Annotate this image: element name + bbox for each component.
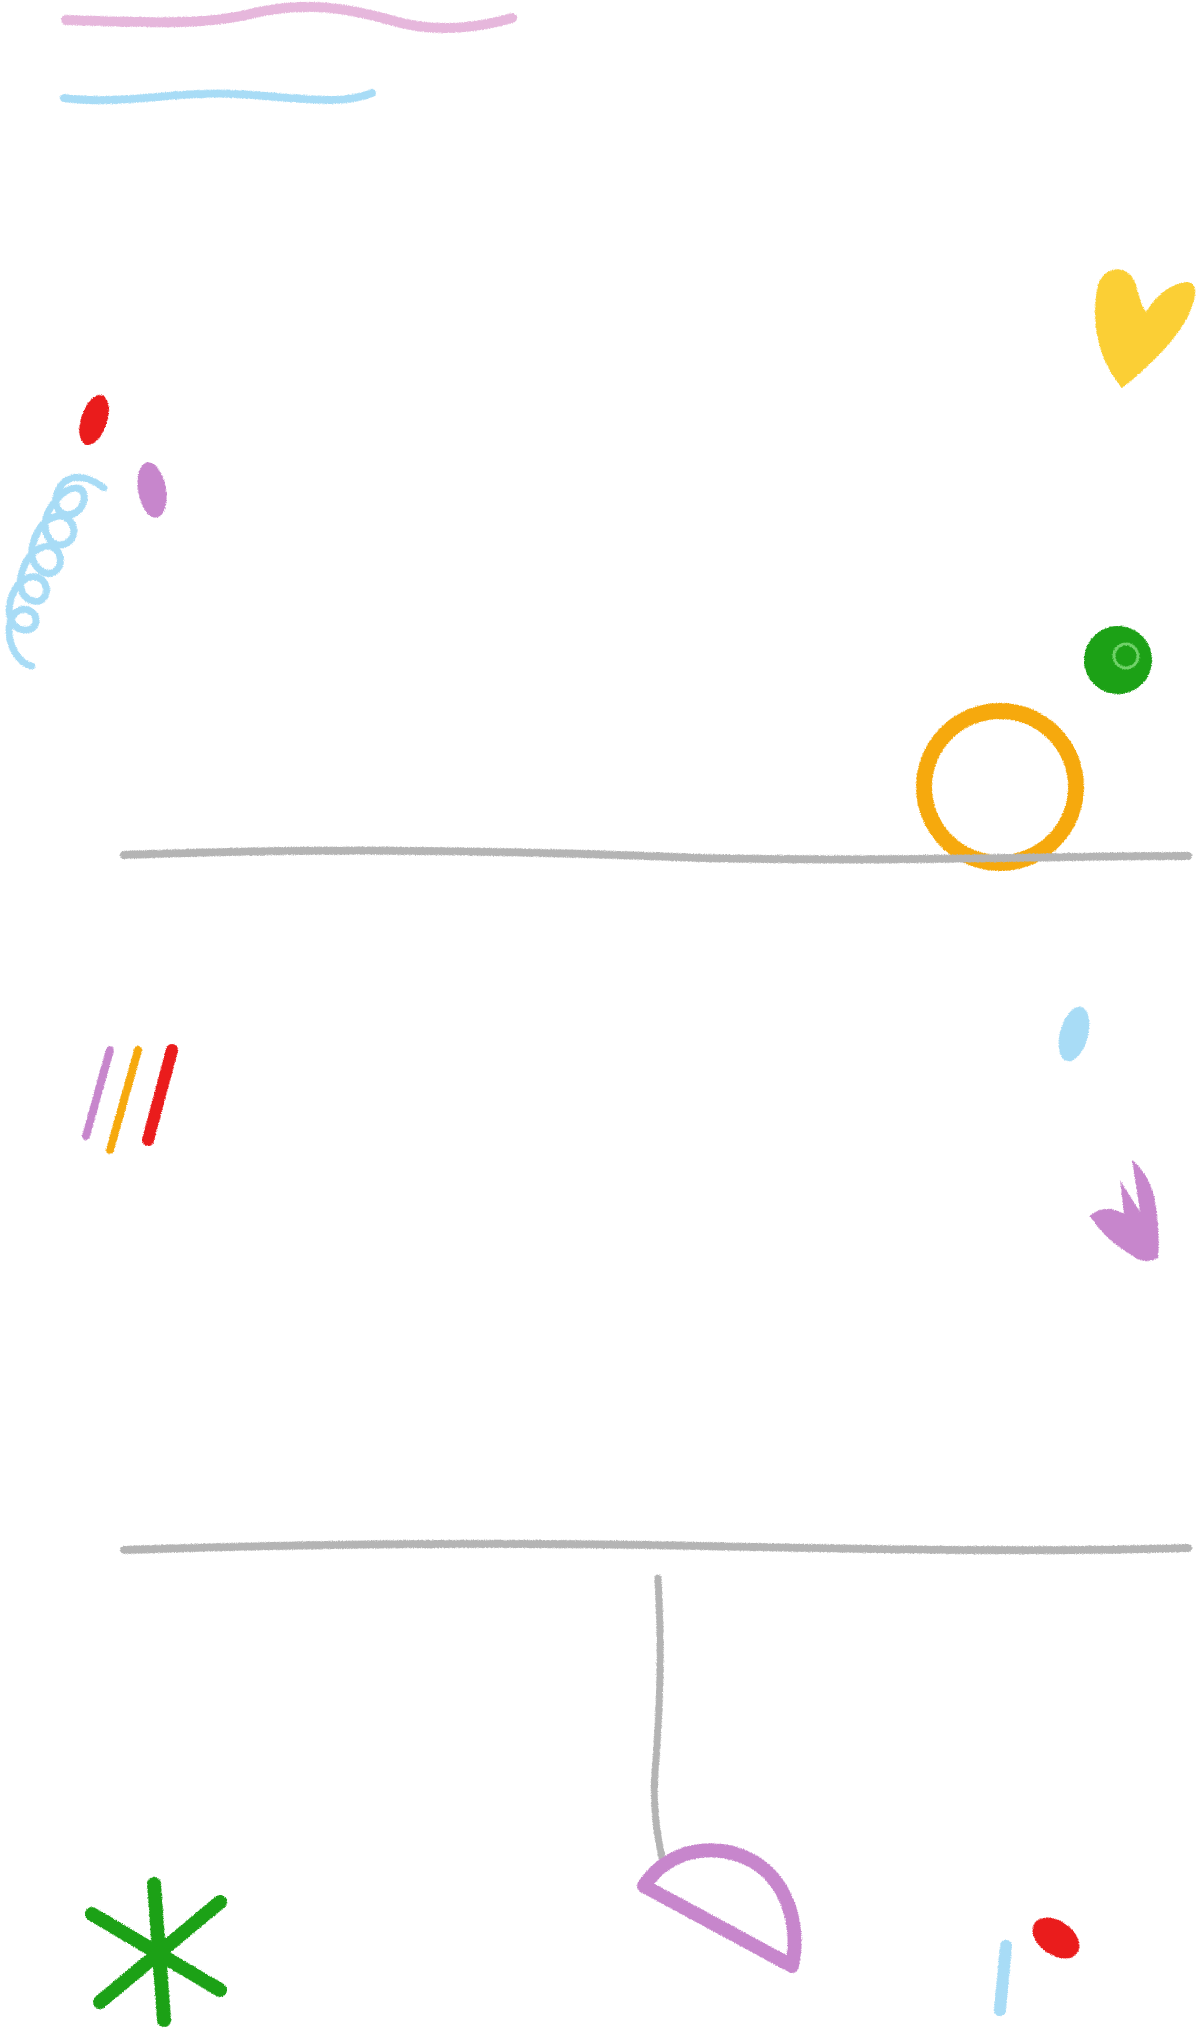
pink-wavy-line-doodle xyxy=(61,1,517,33)
top-divider-line xyxy=(120,846,1192,864)
purple-dot-doodle xyxy=(137,462,167,518)
rainbow-stripe-red xyxy=(142,1044,178,1146)
blue-wavy-line-doodle xyxy=(60,89,376,105)
light-blue-dot-doodle xyxy=(1058,1006,1090,1062)
green-asterisk-doodle xyxy=(85,1877,227,2027)
green-dot-doodle xyxy=(1084,626,1152,694)
red-dot-bottom-doodle xyxy=(1032,1917,1080,1959)
yellow-heart-doodle xyxy=(1095,269,1196,388)
purple-half-circle-doodle xyxy=(637,1843,802,1973)
bottom-divider-line xyxy=(120,1539,1192,1555)
rainbow-stripes-doodle xyxy=(82,1046,114,1140)
hanging-string-doodle xyxy=(650,1574,666,1862)
orange-ring-doodle xyxy=(916,703,1084,871)
purple-crown-doodle xyxy=(1090,1160,1159,1261)
green-dot-highlight xyxy=(1112,642,1140,670)
red-dot-doodle xyxy=(79,394,109,446)
blue-spiral-doodle xyxy=(5,474,108,670)
rainbow-stripe-orange xyxy=(106,1046,142,1154)
blue-dash-doodle xyxy=(994,1940,1012,2016)
